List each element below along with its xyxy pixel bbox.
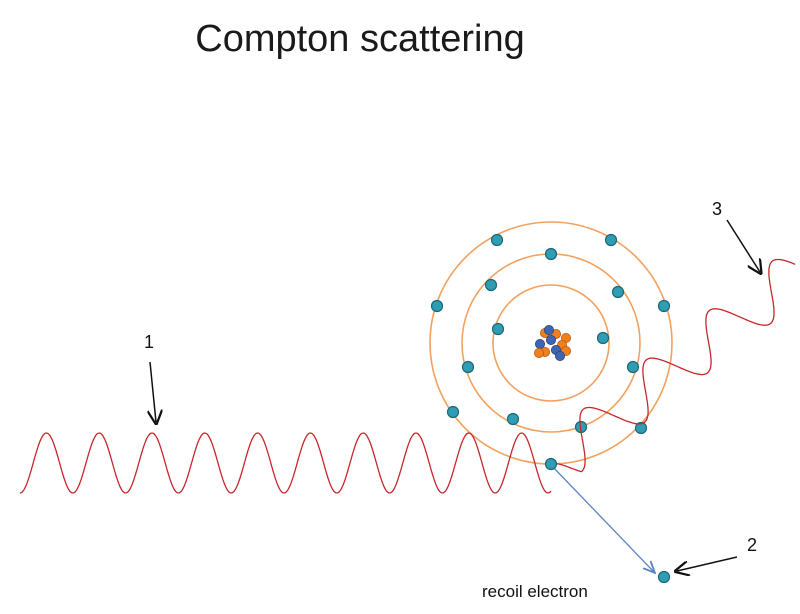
orbital-electron: [604, 233, 618, 247]
orbital-electron: [484, 278, 498, 292]
orbital-electrons: [430, 233, 671, 435]
label-3: 3: [712, 199, 722, 219]
orbital-electron: [657, 299, 671, 313]
orbital-electron: [491, 322, 505, 336]
proton: [534, 347, 545, 358]
orbital-electron: [506, 412, 520, 426]
neutron: [544, 324, 555, 335]
orbital-electron: [611, 285, 625, 299]
pointer-arrow-1: [150, 361, 156, 422]
scattered-photon-wave: [550, 258, 796, 473]
pointer-arrow-2: [677, 556, 738, 571]
orbital-electron: [596, 331, 610, 345]
label-2: 2: [747, 535, 757, 555]
neutron: [546, 334, 557, 345]
neutron: [535, 338, 546, 349]
orbital-electron: [634, 421, 648, 435]
orbital-electron: [461, 360, 475, 374]
orbital-electron: [430, 299, 444, 313]
atom: [429, 221, 673, 465]
recoil-electron: [657, 570, 671, 584]
label-1: 1: [144, 332, 154, 352]
orbital-electron: [490, 233, 504, 247]
orbital-electron: [446, 405, 460, 419]
recoil-electron-arrow: [550, 464, 654, 572]
orbital-electron: [544, 247, 558, 261]
neutron: [555, 350, 566, 361]
orbital-electron: [626, 360, 640, 374]
orbit-inner: [492, 284, 610, 402]
incident-photon-wave: [19, 432, 552, 494]
pointer-arrow-3: [726, 219, 760, 272]
ejected-electron-origin: [544, 457, 558, 471]
recoil-electron-label: recoil electron: [482, 582, 588, 601]
nucleus: [534, 324, 572, 361]
page-title: Compton scattering: [195, 18, 525, 60]
